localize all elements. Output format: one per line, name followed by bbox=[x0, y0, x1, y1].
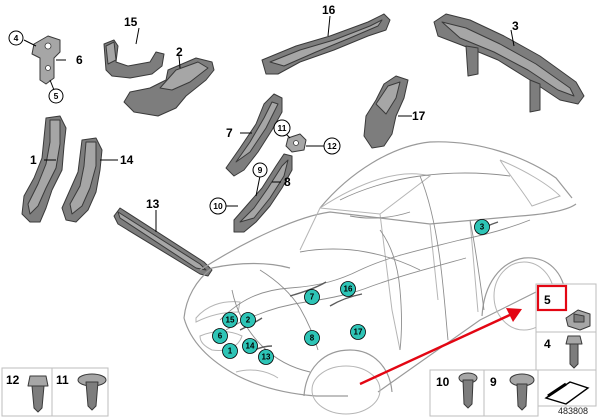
callout-11-circled: 11 bbox=[278, 123, 287, 133]
callout-labels: 15 2 16 3 6 17 7 8 1 14 13 bbox=[30, 3, 519, 211]
car-marker-17[interactable] bbox=[350, 324, 366, 340]
car-marker-15[interactable] bbox=[222, 312, 238, 328]
callout-4-circled: 4 bbox=[14, 33, 19, 43]
part-7-bracket[interactable] bbox=[225, 93, 283, 177]
hardware-box-4[interactable]: 4 bbox=[535, 331, 597, 371]
part-16-channel[interactable] bbox=[261, 13, 391, 75]
car-marker-6[interactable] bbox=[212, 328, 228, 344]
callout-1: 1 bbox=[30, 153, 37, 167]
part-6-bracket[interactable] bbox=[31, 35, 61, 85]
car-marker-label-14: 14 bbox=[246, 342, 255, 351]
hardware-label-10: 10 bbox=[436, 375, 450, 389]
hardware-box-10[interactable]: 10 bbox=[429, 369, 485, 417]
car-marker-label-13: 13 bbox=[262, 353, 271, 362]
callout-5-circled: 5 bbox=[54, 91, 59, 101]
car-marker-16[interactable] bbox=[340, 281, 356, 297]
hardware-label-9: 9 bbox=[490, 375, 497, 389]
car-markers: 3 7 16 15 2 6 8 17 14 1 13 bbox=[212, 219, 490, 365]
part-11-clip[interactable] bbox=[285, 133, 307, 153]
hardware-box-symbol bbox=[537, 369, 597, 407]
car-marker-label-7: 7 bbox=[310, 293, 315, 302]
callout-16: 16 bbox=[322, 3, 336, 17]
car-marker-13[interactable] bbox=[258, 349, 274, 365]
part-15-bracket[interactable] bbox=[103, 39, 165, 79]
reference-number: 483808 bbox=[558, 406, 588, 416]
hardware-box-9[interactable]: 9 bbox=[483, 369, 539, 417]
hardware-legend: 5 4 12 11 10 bbox=[1, 283, 597, 417]
callout-8: 8 bbox=[284, 175, 291, 189]
callout-9-circled: 9 bbox=[258, 165, 263, 175]
callout-7: 7 bbox=[226, 126, 233, 140]
hardware-box-12[interactable]: 12 bbox=[1, 367, 53, 417]
car-marker-8[interactable] bbox=[304, 330, 320, 346]
callout-12-circled: 12 bbox=[327, 141, 337, 151]
callout-2: 2 bbox=[176, 45, 183, 59]
callout-3: 3 bbox=[512, 19, 519, 33]
part-3-channel[interactable] bbox=[433, 13, 585, 113]
part-14-duct[interactable] bbox=[61, 137, 103, 223]
circled-callouts: 4 5 11 12 9 10 bbox=[8, 30, 341, 215]
car-marker-label-6: 6 bbox=[218, 332, 223, 341]
callout-15: 15 bbox=[124, 15, 138, 29]
hardware-box-5[interactable]: 5 bbox=[535, 283, 597, 333]
car-marker-label-15: 15 bbox=[226, 316, 235, 325]
hardware-label-5: 5 bbox=[544, 293, 551, 307]
part-8-bracket[interactable] bbox=[233, 153, 293, 233]
hardware-label-11: 11 bbox=[56, 373, 69, 387]
hardware-label-12: 12 bbox=[6, 373, 20, 387]
car-marker-14[interactable] bbox=[242, 338, 258, 354]
car-marker-1[interactable] bbox=[222, 343, 238, 359]
car-marker-label-17: 17 bbox=[354, 328, 363, 337]
car-marker-label-3: 3 bbox=[480, 223, 485, 232]
car-marker-label-16: 16 bbox=[344, 285, 353, 294]
part-2-guide[interactable] bbox=[123, 57, 215, 117]
part-13-rail[interactable] bbox=[113, 207, 213, 277]
callout-6: 6 bbox=[76, 53, 83, 67]
leader-lines bbox=[23, 15, 515, 232]
car-marker-2[interactable] bbox=[240, 312, 256, 328]
car-marker-7[interactable] bbox=[304, 289, 320, 305]
car-outline bbox=[183, 141, 577, 415]
callout-13: 13 bbox=[146, 197, 160, 211]
wiring-harness bbox=[219, 172, 531, 373]
car-marker-label-1: 1 bbox=[228, 347, 233, 356]
part-17-bracket[interactable] bbox=[363, 75, 409, 149]
callout-17: 17 bbox=[412, 109, 426, 123]
part-1-duct[interactable] bbox=[21, 115, 67, 223]
highlight-arrow bbox=[359, 308, 522, 386]
callout-14: 14 bbox=[120, 153, 134, 167]
callout-10-circled: 10 bbox=[213, 201, 223, 211]
hardware-box-11[interactable]: 11 bbox=[51, 367, 109, 417]
car-marker-label-8: 8 bbox=[310, 334, 315, 343]
car-marker-3[interactable] bbox=[474, 219, 490, 235]
hardware-label-4: 4 bbox=[544, 337, 551, 351]
car-marker-label-2: 2 bbox=[246, 316, 251, 325]
